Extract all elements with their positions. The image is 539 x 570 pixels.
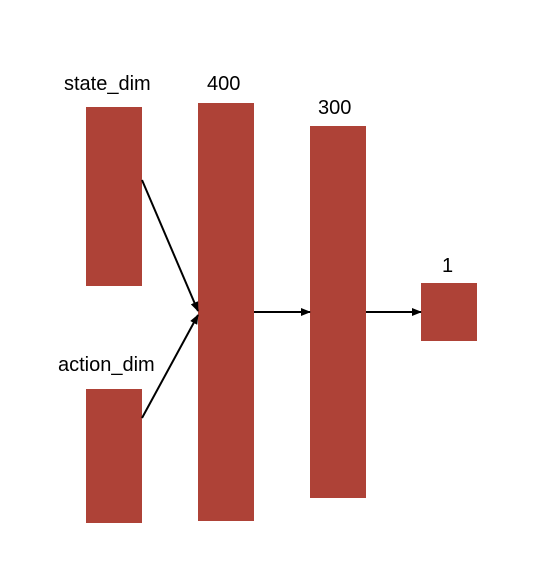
action-to-hidden-arrow [141, 314, 199, 419]
action-dim-block [86, 389, 142, 523]
state-dim-block [86, 107, 142, 286]
hidden-400-block [198, 103, 254, 521]
hidden-400-label: 400 [207, 73, 240, 95]
hidden-300-block [310, 126, 366, 498]
output-1-label: 1 [442, 255, 453, 277]
state-dim-label: state_dim [64, 73, 151, 95]
state-to-hidden-arrow [141, 179, 199, 312]
action-dim-label: action_dim [58, 354, 155, 376]
output-1-block [421, 283, 477, 341]
hidden-300-label: 300 [318, 97, 351, 119]
